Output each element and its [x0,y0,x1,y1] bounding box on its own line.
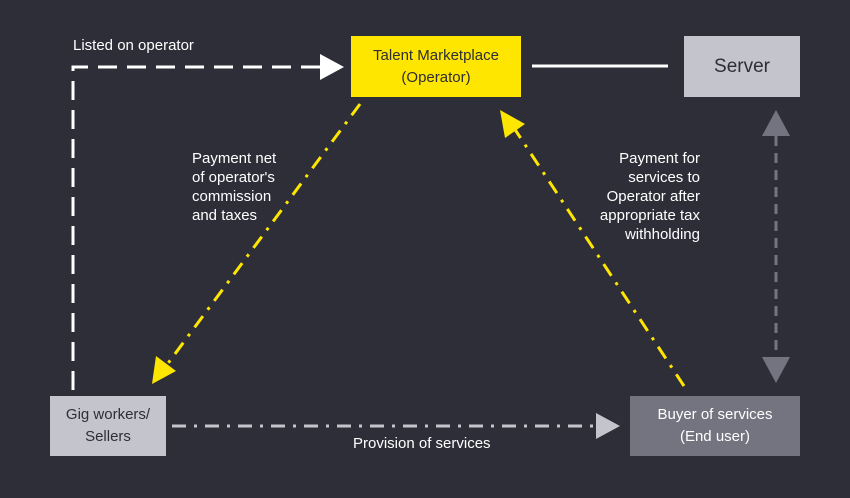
buyer-node: Buyer of services (End user) [630,396,800,456]
payment-net-label: Payment net of operator's commission and… [192,150,277,224]
buyer-label: Buyer of services (End user) [657,406,773,445]
payment-for-arrowhead [500,110,525,138]
payment-for-label: Payment for services to Operator after a… [599,150,700,243]
server-up-arrowhead [762,110,790,136]
payment-net-connector [164,103,362,367]
gig-workers-label: Gig workers/ Sellers [65,406,151,445]
talent-marketplace-node: Talent Marketplace (Operator) [351,36,521,97]
buyer-down-arrowhead [762,357,790,383]
listed-on-operator-label: Listed on operator [73,37,194,54]
server-label: Server [714,55,770,77]
talent-marketplace-label: Talent Marketplace (Operator) [373,46,499,86]
provision-arrowhead [596,413,620,439]
payment-for-connector [512,127,686,387]
listed-arrowhead [320,54,344,80]
provision-of-services-label: Provision of services [353,435,491,452]
payment-net-arrowhead [152,356,176,384]
server-node: Server [684,36,800,97]
gig-workers-node: Gig workers/ Sellers [50,396,166,456]
listed-connector [71,65,322,390]
